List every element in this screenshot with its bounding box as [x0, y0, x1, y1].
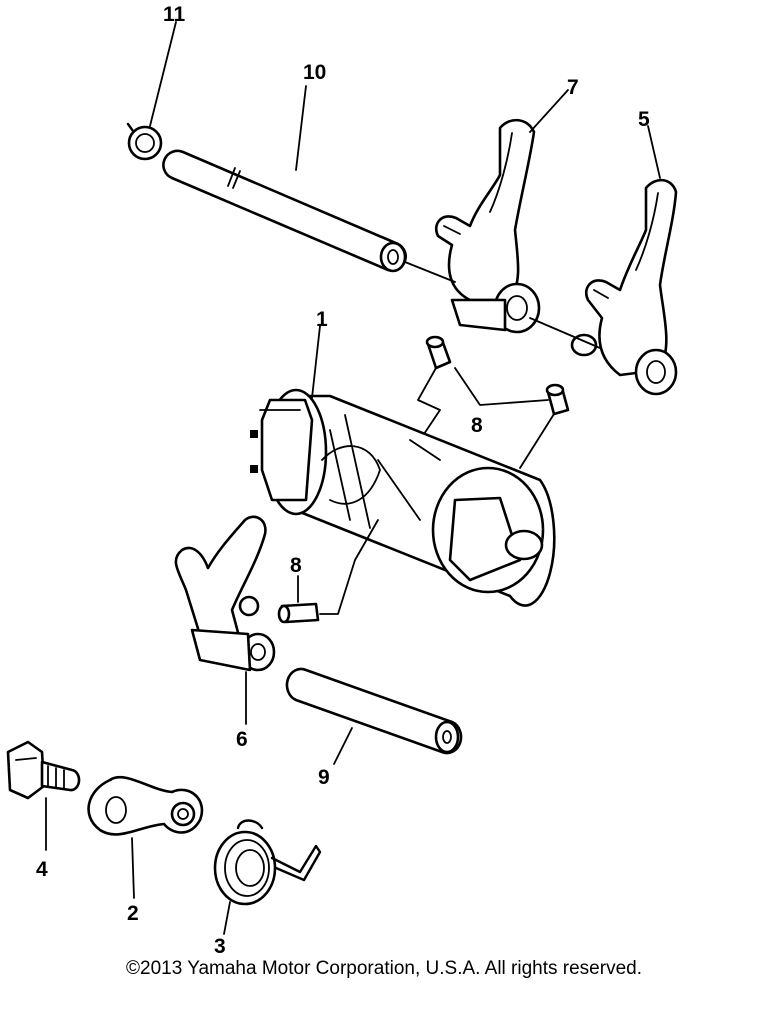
part-guide-bar-lower [285, 667, 463, 755]
callout-5: 5 [638, 108, 650, 131]
callout-9: 9 [318, 766, 330, 789]
callout-6: 6 [236, 728, 248, 751]
callout-10: 10 [303, 61, 326, 84]
part-circlip [126, 122, 163, 161]
part-shift-drum [250, 388, 556, 607]
part-shift-fork-5 [570, 178, 678, 396]
leader-8a [417, 367, 555, 469]
guide-bar-axis-line [404, 261, 601, 349]
callout-leaders [45, 21, 661, 935]
callout-2: 2 [127, 902, 139, 925]
leader-8b [319, 519, 379, 615]
copyright-notice: ©2013 Yamaha Motor Corporation, U.S.A. A… [126, 958, 642, 979]
callout-7: 7 [567, 76, 579, 99]
part-guide-pin-upper-a [425, 335, 452, 370]
part-guide-pin-lower [277, 602, 320, 624]
callout-8-upper: 8 [471, 414, 483, 437]
callout-11: 11 [163, 3, 186, 26]
callout-3: 3 [214, 935, 226, 958]
part-bolt [6, 740, 81, 800]
callout-8-lower: 8 [290, 554, 302, 577]
callout-4: 4 [36, 858, 48, 881]
part-guide-bar-upper [162, 149, 407, 273]
part-shift-fork-6 [174, 515, 276, 672]
part-stopper-lever [87, 775, 204, 836]
part-spring [213, 819, 322, 906]
part-guide-pin-upper-b [545, 383, 570, 416]
callout-1: 1 [316, 308, 328, 331]
part-shift-fork-7 [435, 118, 541, 334]
